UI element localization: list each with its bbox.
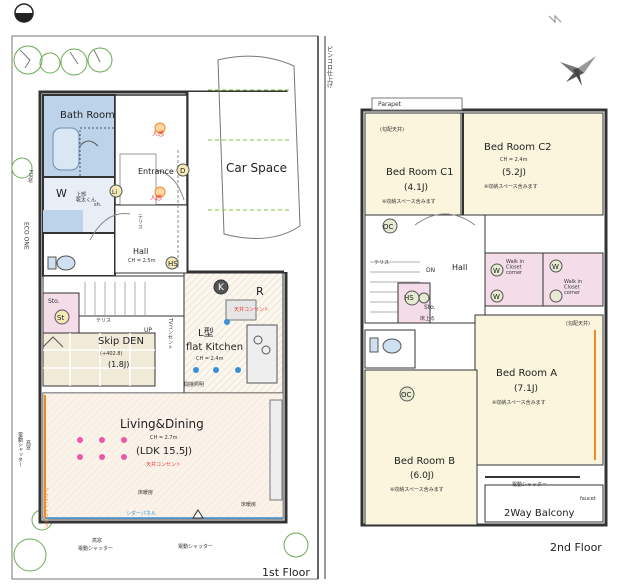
kitchen-k-label: K <box>218 283 225 293</box>
bed-room-a-label: Bed Room A <box>496 368 557 379</box>
hs-label: HS <box>168 260 178 268</box>
light-icon <box>382 218 563 402</box>
living-size-label: (LDK 15.5J) <box>136 446 192 457</box>
parapet-label: Parapet <box>378 101 402 108</box>
living-ch-label: CH = 2.7m <box>150 435 178 441</box>
bed-room-c2-ch: CH = 2.4m <box>500 157 528 163</box>
terrace-tag: テリス <box>96 318 111 324</box>
dn-label: DN <box>426 267 435 274</box>
up-label: UP <box>144 327 152 334</box>
storage-label: Sto. <box>48 298 60 305</box>
motion-sensor-label: 人感 <box>150 194 162 202</box>
motion-sensor-icon <box>154 122 166 198</box>
hs-2f-label: HS <box>404 294 414 302</box>
light-icon <box>54 163 229 325</box>
hall-ch-label: CH = 2.5m <box>128 258 156 264</box>
fix-window-label: FIX窓 <box>27 170 33 183</box>
high-window-label: 高窓 <box>25 439 31 450</box>
shutter-bottom-label: 電動シャッター <box>78 545 113 552</box>
sloped-ceiling-label: (勾配天井) <box>380 126 404 133</box>
kitchen-ch-label: CH = 2.4m <box>196 356 224 362</box>
first-floor-label: 1st Floor <box>262 566 310 579</box>
bed-room-b-note: ※収納スペース含みます <box>390 486 444 493</box>
eco-one-label: ECO ONE <box>23 222 30 250</box>
washroom-label: W <box>56 187 67 200</box>
bed-room-b-label: Bed Room B <box>394 456 455 467</box>
skip-den-label: Skip DEN <box>98 336 144 347</box>
floor-heating-label: 床暖房 <box>138 489 153 496</box>
kitchen-subtitle: flat Kitchen <box>186 342 243 353</box>
ceiling-consent-label: 天井コンセント <box>146 461 181 468</box>
sh-label: sh. <box>94 202 102 208</box>
kitchen-title: L型 <box>198 326 214 339</box>
kitchen-r-label: R <box>256 285 264 298</box>
storage-2f-label: Sto. <box>424 304 436 311</box>
bed-room-b-size: (6.0J) <box>410 471 434 481</box>
bed-room-c1-size: (4.1J) <box>404 183 428 193</box>
balcony-label: 2Way Balcony <box>504 508 575 519</box>
light-d-label: D <box>180 167 185 175</box>
hall-label: Hall <box>133 247 148 256</box>
sloped-ceiling-label: (勾配天井) <box>566 320 590 327</box>
shutter-left-label: 電動シャッター <box>17 432 23 467</box>
shutter-2f-label: 電動シャッター <box>512 481 547 488</box>
faucet-label: faucet <box>580 496 596 502</box>
cedar-panel-label: シダーパネル <box>126 510 156 517</box>
floor-mark-icon <box>14 3 34 23</box>
tv-consent-label: TVコンセント <box>167 317 173 350</box>
motion-sensor-label: 人感 <box>152 130 164 138</box>
terrace-tag: テリス <box>137 214 143 229</box>
floor-heating-label: 床暖房 <box>241 501 256 508</box>
car-space-label: Car Space <box>226 161 287 175</box>
bed-room-c2-note: ※収納スペース含みます <box>484 183 538 190</box>
shutter-bottom-label: 電動シャッター <box>178 543 213 550</box>
first-floor-plan <box>38 55 301 524</box>
oc-label: OC <box>401 391 412 399</box>
light-li-label: Li <box>112 189 117 196</box>
window-w-label: W <box>493 267 500 275</box>
bed-room-c1-label: Bed Room C1 <box>386 167 454 178</box>
washroom-note: 上部乾太くん <box>76 191 96 204</box>
skip-den-size-label: (1.8J) <box>108 360 129 369</box>
ceiling-consent-label: 天井コンセント <box>234 306 269 313</box>
window-w-label: W <box>552 263 559 271</box>
bath-room-label: Bath Room <box>60 110 115 121</box>
site-boundary <box>11 35 326 580</box>
bed-room-c1-note: ※収納スペース含みます <box>382 198 436 205</box>
accent-cloth-label: アクセントクロス <box>43 488 49 528</box>
storage-st-label: St <box>57 314 64 322</box>
bed-room-a-size: (7.1J) <box>514 384 538 394</box>
high-window-label: 高窓 <box>92 537 102 544</box>
tree-icon <box>13 45 113 76</box>
bed-room-c2-label: Bed Room C2 <box>484 142 552 153</box>
hall-2f-label: Hall <box>452 263 467 272</box>
window-w-label: W <box>493 293 500 301</box>
second-floor-plan <box>360 97 608 527</box>
compass-icon <box>548 14 596 86</box>
entrance-label: Entrance <box>138 167 174 176</box>
skip-den-ch-label: (+402.8) <box>100 351 122 357</box>
floor-raised-label: 床上る <box>420 315 435 322</box>
bed-room-a-note: ※収納スペース含みます <box>492 399 546 406</box>
bed-room-c2-size: (5.2J) <box>502 168 526 178</box>
indirect-light-label: 間接照明 <box>184 381 204 388</box>
oc-label: OC <box>383 223 394 231</box>
second-floor-label: 2nd Floor <box>550 541 602 554</box>
living-dining-title: Living&Dining <box>120 417 204 431</box>
road-label: ピンコロ仕上げ <box>326 46 333 89</box>
terrace-tag: テリス <box>374 260 389 266</box>
